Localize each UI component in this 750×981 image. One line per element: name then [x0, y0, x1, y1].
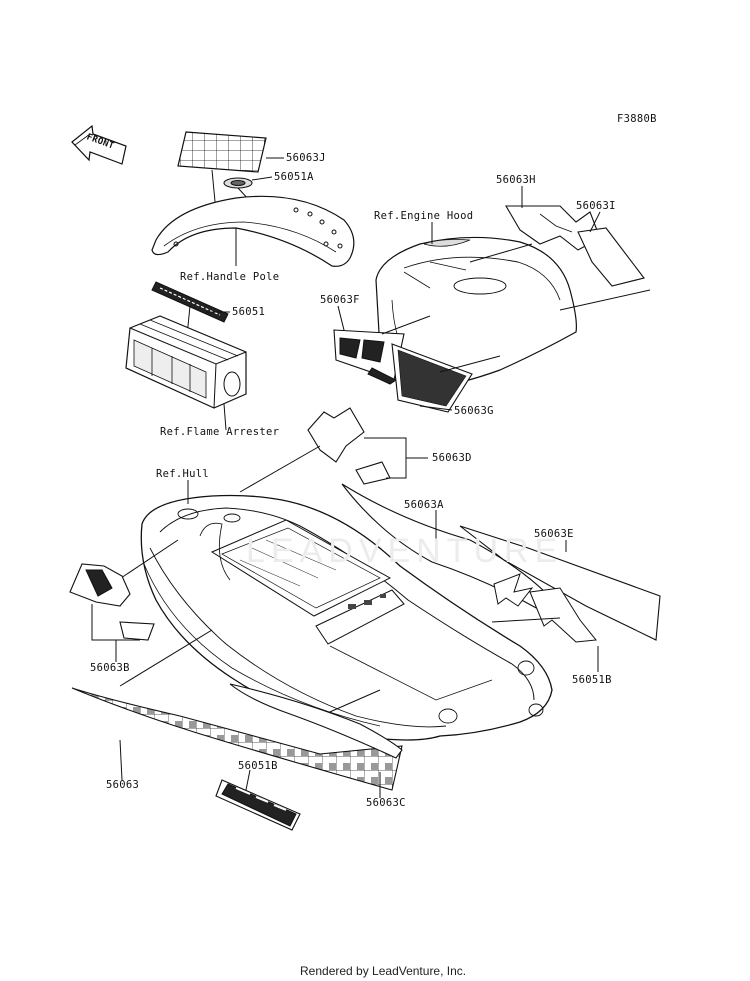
label-56063E: 56063E — [534, 528, 574, 540]
decal-56063B-icon — [69, 563, 155, 641]
label-56051B-bottom: 56051B — [238, 760, 278, 772]
label-56063C: 56063C — [366, 797, 406, 809]
label-56063F: 56063F — [320, 294, 360, 306]
decal-56063D-icon — [307, 407, 391, 485]
label-56063H: 56063H — [496, 174, 536, 186]
engine-hood-icon — [375, 236, 577, 389]
hull-icon — [140, 494, 553, 741]
label-ref-handle-pole: Ref.Handle Pole — [180, 271, 280, 283]
decal-56063I-icon — [577, 227, 645, 287]
label-56063: 56063 — [106, 779, 140, 791]
badge-56051B-jetski-icon — [215, 779, 301, 831]
label-ref-hull: Ref.Hull — [156, 468, 209, 480]
decal-56051B-right-icon — [493, 573, 597, 643]
watermark: LEADVENTURE — [246, 532, 564, 570]
label-ref-flame-arrester: Ref.Flame Arrester — [160, 426, 280, 438]
label-56051A: 56051A — [274, 171, 314, 183]
footer-credit: Rendered by LeadVenture, Inc. — [300, 964, 467, 978]
badge-56051A-icon — [223, 177, 253, 189]
decal-56063E-icon — [459, 525, 661, 641]
label-56051B-right: 56051B — [572, 674, 612, 686]
label-56063B: 56063B — [90, 662, 130, 674]
decal-56063G-icon — [391, 343, 473, 413]
handle-pole-icon — [151, 195, 355, 267]
label-56063I: 56063I — [576, 200, 616, 212]
diagram-code: F3880B — [617, 113, 657, 125]
decal-56051-icon — [151, 281, 229, 323]
decal-56063-icon — [71, 687, 403, 791]
label-56063D: 56063D — [432, 452, 472, 464]
label-56051: 56051 — [232, 306, 266, 318]
label-56063J: 56063J — [286, 152, 326, 164]
flame-arrester-icon — [125, 315, 247, 409]
decal-56063F-icon — [333, 329, 405, 385]
label-56063A: 56063A — [404, 499, 444, 511]
label-ref-engine-hood: Ref.Engine Hood — [374, 210, 474, 222]
decal-56063J-icon — [177, 131, 267, 173]
front-arrow-icon — [71, 124, 127, 165]
label-56063G: 56063G — [454, 405, 494, 417]
decal-56063C-icon — [229, 683, 403, 759]
